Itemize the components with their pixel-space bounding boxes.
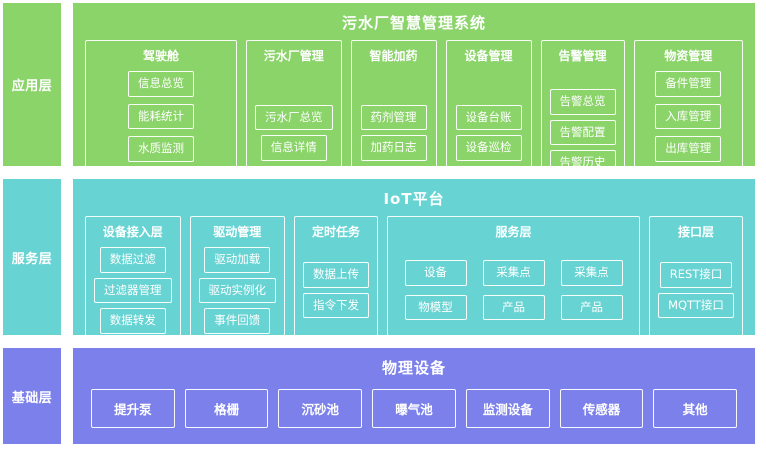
item-dosing-log[interactable]: 加药日志 bbox=[360, 135, 427, 161]
item-data-forwarding[interactable]: 数据转发 bbox=[99, 308, 166, 334]
panel-body-infrastructure: 提升泵 格栅 沉砂池 曝气池 监测设备 传感器 其他 bbox=[73, 385, 755, 444]
item-energy-stats[interactable]: 能耗统计 bbox=[128, 103, 194, 129]
group-items-plant-management: 污水厂总览 信息详情 bbox=[255, 71, 333, 194]
item-equipment-ledger[interactable]: 设备台账 bbox=[455, 104, 522, 130]
item-info-overview[interactable]: 信息总览 bbox=[128, 71, 194, 97]
group-items-interface-layer: REST接口 MQTT接口 bbox=[658, 247, 734, 334]
item-mqtt-interface[interactable]: MQTT接口 bbox=[658, 292, 734, 319]
group-items-device-access-layer: 数据过滤 过滤器管理 数据转发 bbox=[94, 247, 172, 334]
group-service-layer[interactable]: 服务层 设备 采集点 采集点 物模型 产品 产品 bbox=[387, 216, 640, 343]
item-grille[interactable]: 格栅 bbox=[184, 389, 269, 428]
item-outbound-management[interactable]: 出库管理 bbox=[655, 136, 722, 162]
item-collection-point-2[interactable]: 采集点 bbox=[560, 260, 623, 286]
group-items-smart-dosing: 药剂管理 加药日志 bbox=[360, 71, 428, 194]
item-rest-interface[interactable]: REST接口 bbox=[659, 262, 733, 288]
layer-panel-infrastructure: 物理设备 提升泵 格栅 沉砂池 曝气池 监测设备 传感器 其他 bbox=[73, 348, 755, 444]
layer-label-application: 应用层 bbox=[3, 3, 61, 166]
group-title-plant-management: 污水厂管理 bbox=[263, 49, 324, 63]
item-collection-point-1[interactable]: 采集点 bbox=[482, 260, 545, 286]
group-device-access-layer[interactable]: 设备接入层 数据过滤 过滤器管理 数据转发 bbox=[85, 216, 181, 343]
group-smart-dosing[interactable]: 智能加药 药剂管理 加药日志 bbox=[350, 40, 437, 203]
layer-row-application: 应用层 污水厂智慧管理系统 驾驶舱 信息总览 能耗统计 水质监测 组态监测 污水… bbox=[3, 3, 755, 203]
layer-row-infrastructure: 基础层 物理设备 提升泵 格栅 沉砂池 曝气池 监测设备 传感器 其他 bbox=[3, 348, 755, 444]
layer-row-service: 服务层 IoT平台 设备接入层 数据过滤 过滤器管理 数据转发 驱动管理 驱动加… bbox=[3, 179, 755, 343]
layer-label-infrastructure: 基础层 bbox=[3, 348, 61, 444]
item-data-filtering[interactable]: 数据过滤 bbox=[99, 247, 166, 273]
item-device[interactable]: 设备 bbox=[404, 260, 467, 286]
item-water-quality-monitor[interactable]: 水质监测 bbox=[128, 136, 194, 162]
group-title-scheduled-tasks: 定时任务 bbox=[311, 225, 360, 239]
group-items-service-layer: 设备 采集点 采集点 物模型 产品 产品 bbox=[396, 247, 631, 334]
item-thing-model[interactable]: 物模型 bbox=[404, 294, 467, 321]
group-interface-layer[interactable]: 接口层 REST接口 MQTT接口 bbox=[649, 216, 743, 343]
item-product-1[interactable]: 产品 bbox=[482, 294, 545, 321]
item-alarm-overview[interactable]: 告警总览 bbox=[549, 89, 616, 115]
item-inbound-management[interactable]: 入库管理 bbox=[655, 103, 722, 129]
item-equipment-inspection[interactable]: 设备巡检 bbox=[455, 135, 522, 161]
group-title-alarm-management: 告警管理 bbox=[558, 49, 607, 63]
group-title-cockpit: 驾驶舱 bbox=[142, 49, 179, 63]
group-title-equipment-management: 设备管理 bbox=[464, 49, 513, 63]
item-command-dispatch[interactable]: 指令下发 bbox=[303, 292, 369, 319]
group-title-device-access-layer: 设备接入层 bbox=[102, 225, 163, 239]
panel-title-iot-platform: IoT平台 bbox=[383, 190, 445, 208]
item-driver-instantiation[interactable]: 驱动实例化 bbox=[198, 277, 276, 303]
group-items-cockpit: 信息总览 能耗统计 水质监测 组态监测 bbox=[94, 71, 228, 194]
group-driver-management[interactable]: 驱动管理 驱动加载 驱动实例化 事件回馈 bbox=[189, 216, 285, 343]
group-title-interface-layer: 接口层 bbox=[677, 225, 714, 239]
panel-body-application: 驾驶舱 信息总览 能耗统计 水质监测 组态监测 污水厂管理 污水厂总览 信息详情 bbox=[73, 40, 755, 214]
panel-title-physical-devices: 物理设备 bbox=[381, 359, 446, 377]
group-items-driver-management: 驱动加载 驱动实例化 事件回馈 bbox=[198, 247, 276, 334]
item-sensor[interactable]: 传感器 bbox=[559, 389, 644, 428]
group-title-driver-management: 驱动管理 bbox=[213, 225, 262, 239]
item-plant-overview[interactable]: 污水厂总览 bbox=[255, 104, 333, 130]
item-reagent-management[interactable]: 药剂管理 bbox=[360, 104, 427, 130]
group-title-service-layer: 服务层 bbox=[495, 225, 532, 239]
group-title-smart-dosing: 智能加药 bbox=[369, 49, 418, 63]
item-alarm-history[interactable]: 告警历史 bbox=[549, 150, 616, 176]
group-items-material-management: 备件管理 入库管理 出库管理 库存管理 bbox=[643, 71, 735, 194]
item-info-detail[interactable]: 信息详情 bbox=[260, 135, 327, 161]
item-other[interactable]: 其他 bbox=[653, 389, 738, 428]
panel-body-service: 设备接入层 数据过滤 过滤器管理 数据转发 驱动管理 驱动加载 驱动实例化 事件… bbox=[73, 216, 755, 354]
item-spare-parts-management[interactable]: 备件管理 bbox=[655, 71, 722, 97]
item-monitoring-equipment[interactable]: 监测设备 bbox=[465, 389, 550, 428]
item-lift-pump[interactable]: 提升泵 bbox=[91, 389, 175, 428]
item-grit-chamber[interactable]: 沉砂池 bbox=[278, 389, 363, 428]
item-product-2[interactable]: 产品 bbox=[560, 294, 623, 321]
group-items-scheduled-tasks: 数据上传 指令下发 bbox=[303, 247, 369, 334]
item-driver-loading[interactable]: 驱动加载 bbox=[204, 247, 271, 273]
panel-title-application: 污水厂智慧管理系统 bbox=[341, 14, 486, 32]
group-plant-management[interactable]: 污水厂管理 污水厂总览 信息详情 bbox=[246, 40, 342, 203]
group-title-material-management: 物资管理 bbox=[664, 49, 713, 63]
layer-label-service: 服务层 bbox=[3, 179, 61, 335]
item-alarm-config[interactable]: 告警配置 bbox=[549, 119, 616, 146]
group-items-equipment-management: 设备台账 设备巡检 bbox=[455, 71, 523, 194]
group-items-alarm-management: 告警总览 告警配置 告警历史 bbox=[549, 71, 616, 194]
item-filter-management[interactable]: 过滤器管理 bbox=[94, 277, 172, 303]
item-event-feedback[interactable]: 事件回馈 bbox=[204, 308, 271, 334]
layer-panel-service: IoT平台 设备接入层 数据过滤 过滤器管理 数据转发 驱动管理 驱动加载 驱动… bbox=[73, 179, 755, 343]
item-aeration-tank[interactable]: 曝气池 bbox=[372, 389, 456, 428]
group-scheduled-tasks[interactable]: 定时任务 数据上传 指令下发 bbox=[294, 216, 378, 343]
layer-panel-application: 污水厂智慧管理系统 驾驶舱 信息总览 能耗统计 水质监测 组态监测 污水厂管理 … bbox=[73, 3, 755, 203]
item-data-upload[interactable]: 数据上传 bbox=[303, 262, 369, 288]
